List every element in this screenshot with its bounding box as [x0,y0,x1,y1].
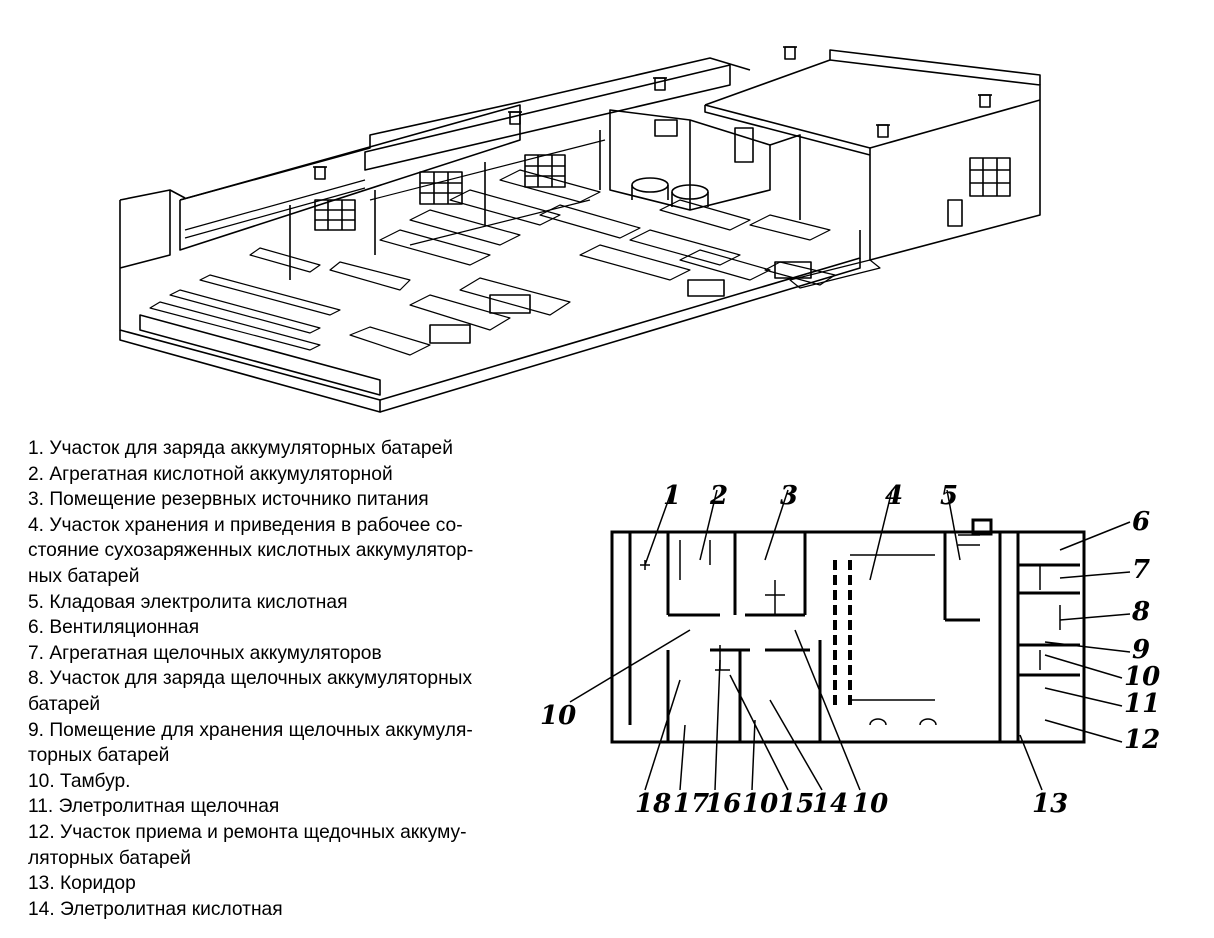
room-label-10-bottom-a: 10 [742,789,778,819]
room-label-3: 3 [780,481,798,511]
room-label-18: 18 [635,789,671,819]
room-label-16: 16 [705,789,741,819]
vent-shaft [971,518,993,536]
legend-item: 11. Элетролитная щелочная [28,796,280,818]
equipment-unit [774,261,812,279]
room-label-8: 8 [1131,597,1150,627]
roof-strip [364,64,731,171]
roof-vent [978,94,992,108]
room-label-11: 11 [1124,689,1160,719]
equipment-unit [687,279,725,297]
tank [631,177,669,193]
battery-racks [149,169,881,356]
front-parapet [139,314,381,396]
room-label-9: 9 [1132,635,1150,665]
room-label-6: 6 [1132,507,1150,537]
room-label-10-left: 10 [540,701,576,731]
door [947,199,963,227]
legend-item: 13. Коридор [28,873,136,895]
equipment-unit [429,324,471,344]
room-label-17: 17 [673,789,709,819]
room-label-4: 4 [885,481,903,511]
isometric-building-view [119,46,1041,413]
right-block [704,59,1041,261]
legend-item: 12. Участок приема и ремонта щедочных ак… [28,821,467,869]
room-label-2: 2 [709,481,728,511]
legend-item: 4. Участок хранения и приведения в рабоч… [28,514,474,587]
legend-item: 14. Элетролитная кислотная [28,898,283,920]
roof-vent [876,124,890,138]
legend-item: 9. Помещение для хранения щелочных аккум… [28,719,473,767]
roof-vent [783,46,797,60]
legend-item: 8. Участок для заряда щелочных аккумулят… [28,668,473,715]
legend-item: 5. Кладовая электролита кислотная [28,591,348,613]
equipment-unit [489,294,531,314]
roof-vent [508,111,522,125]
window [524,154,566,188]
window [654,119,678,137]
roof-vent [653,77,667,91]
room-label-10-right: 10 [1124,662,1160,692]
room-label-13: 13 [1032,789,1068,819]
room-label-5: 5 [940,481,958,511]
door [734,127,754,163]
legend-item: 7. Агрегатная щелочных аккумуляторов [28,642,382,664]
roof-vent [313,166,327,180]
floor-plan: 1 2 3 4 5 6 7 8 9 10 11 12 18 17 16 10 1… [540,481,1160,819]
window [314,199,356,231]
room-label-7: 7 [1132,555,1150,585]
room-label-14: 14 [812,789,848,819]
window [419,171,463,205]
legend-item: 6. Вентиляционная [28,617,200,639]
back-wall [179,104,521,251]
room-label-10-bottom-b: 10 [852,789,888,819]
legend-item: 2. Агрегатная кислотной аккумуляторной [28,463,393,485]
outer-wall [610,530,1086,744]
window [969,157,1011,197]
legend-item: 1. Участок для заряда аккумуляторных бат… [28,438,453,459]
room-label-15: 15 [778,789,814,819]
legend-item: 10. Тамбур. [28,770,131,792]
left-end-wall [119,189,171,269]
legend: 1. Участок для заряда аккумуляторных бат… [28,436,548,922]
legend-item: 3. Помещение резервных источнико питания [28,489,429,511]
room-label-12: 12 [1124,725,1160,755]
